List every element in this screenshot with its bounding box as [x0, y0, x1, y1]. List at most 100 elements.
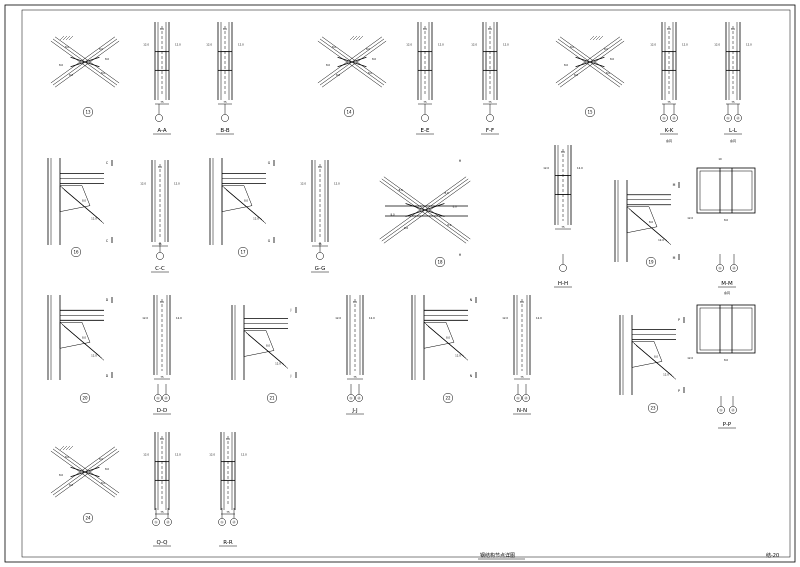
- section-label: C-C: [151, 266, 169, 273]
- weld-size-text: 8.0: [574, 73, 578, 77]
- grid-bubble-single: [316, 242, 324, 260]
- weld-note: 余同: [730, 138, 736, 143]
- cut-letter: P: [678, 389, 680, 393]
- brace-member-line: [383, 211, 428, 244]
- grid-bubble-single: [155, 104, 163, 122]
- brace-member-line: [591, 40, 625, 65]
- brace-member-line: [317, 40, 351, 65]
- detail-callout: 14: [343, 106, 355, 118]
- dimension-text: 75: [488, 100, 492, 104]
- weld-hatch: [68, 35, 74, 41]
- gusset-plate: [243, 330, 275, 357]
- grid-ref: ②: [357, 396, 360, 400]
- box-outline: [696, 304, 756, 354]
- weld-size-text: 12.0: [714, 42, 720, 46]
- brace-member-line: [351, 61, 385, 86]
- detail-callout: 17: [237, 246, 249, 258]
- weld-size-text: 8.0: [649, 220, 653, 224]
- weld-size-text: 12.0: [143, 42, 149, 46]
- gusset-plate: [59, 185, 91, 212]
- panel-zone: [420, 51, 430, 71]
- brace-member-line: [82, 36, 116, 61]
- weld-size-text: 8.0: [336, 73, 340, 77]
- section-label: H-H: [554, 281, 572, 288]
- title-block-text: 钢结构节点详图: [480, 552, 515, 559]
- grid-bubble: [730, 264, 738, 272]
- cut-letter: N: [470, 298, 473, 302]
- panel-zone: [728, 51, 738, 71]
- weld-size-text: 8.0: [332, 45, 336, 49]
- brace-member-line: [353, 40, 387, 65]
- callout-circle: [645, 256, 657, 268]
- box-outline: [696, 167, 756, 214]
- cut-letter: M: [673, 183, 676, 187]
- panel-zone: [223, 461, 233, 481]
- brace-member-line: [82, 473, 116, 498]
- elevation-joint: 8.012.0DD: [47, 295, 113, 380]
- gusset-edge: [337, 56, 367, 68]
- weld-size-text: 12.0: [455, 353, 461, 357]
- grid-ref: ②: [736, 116, 739, 120]
- detail-callout: 19: [645, 256, 657, 268]
- weld-size-text: 8.0: [244, 199, 248, 203]
- brace-member-line: [321, 63, 355, 88]
- weld-size-text: 12.0: [140, 182, 146, 186]
- grid-bubble: [724, 114, 732, 122]
- box-section: 8.012.0: [687, 167, 756, 222]
- grid-bubble-single: [221, 104, 229, 122]
- brace-member-line: [587, 63, 621, 88]
- weld-size-text: 8.0: [160, 27, 164, 31]
- grid-bubble: [152, 518, 160, 526]
- section-label: Q-Q: [153, 540, 171, 547]
- brace-member-line: [422, 211, 467, 244]
- dimension-text: 75: [423, 100, 427, 104]
- weld-size-text: 12.0: [543, 166, 549, 170]
- weld-hatch: [595, 35, 601, 41]
- brace-member-line: [54, 446, 88, 471]
- section-label: D-D: [153, 408, 171, 415]
- gusset-plate: [59, 322, 91, 349]
- weld-size-text: 8.0: [446, 335, 450, 339]
- brace-member-line: [321, 36, 355, 61]
- weld-hatch: [62, 35, 68, 41]
- grid-ref: ①: [719, 408, 722, 412]
- dimension-text: 75: [160, 510, 164, 514]
- section-label-text: D-D: [157, 408, 167, 414]
- dimension-text: 75: [520, 375, 524, 379]
- grid-ref: ①: [156, 396, 159, 400]
- section-label-text: G-G: [315, 266, 326, 272]
- grid-bubble: [164, 518, 172, 526]
- brace-member-line: [52, 448, 86, 473]
- detail-callout: 13: [82, 106, 94, 118]
- gusset-plate: [626, 206, 658, 234]
- cut-letter: J: [290, 308, 292, 312]
- detail-callout: 24: [82, 512, 94, 524]
- callout-number: 24: [85, 516, 91, 521]
- cut-letter: P: [678, 318, 680, 322]
- weld-hatch: [589, 35, 595, 41]
- weld-size-text: 12.0: [369, 316, 375, 320]
- brace-member-line: [84, 448, 118, 473]
- weld-hatch: [59, 445, 65, 451]
- brace-member-line: [50, 59, 84, 84]
- grid-bubble: [316, 252, 324, 260]
- weld-size-text: 12.0: [206, 42, 212, 46]
- grid-bubble: [660, 114, 668, 122]
- weld-hatch: [592, 35, 598, 41]
- weld-size-text: 8.0: [318, 165, 322, 169]
- cut-letter: C: [106, 161, 109, 165]
- weld-hatch: [65, 445, 71, 451]
- brace-member-line: [86, 469, 120, 494]
- grid-bubble: [355, 394, 363, 402]
- brace-member-line: [353, 59, 387, 84]
- weld-size-text: 8.0: [82, 199, 86, 203]
- callout-circle: [442, 392, 454, 404]
- dimension-text: 75: [353, 375, 357, 379]
- callout-circle: [434, 256, 446, 268]
- grid-bubble: [155, 114, 163, 122]
